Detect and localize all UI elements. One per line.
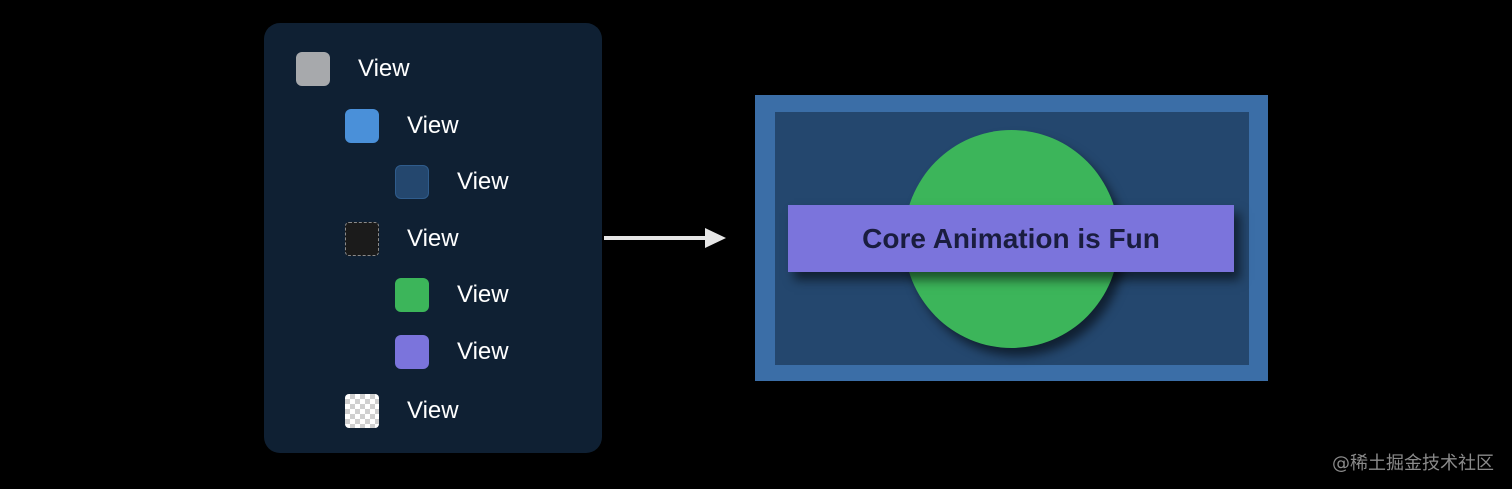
view-item-blue: View bbox=[345, 108, 459, 144]
view-label: View bbox=[457, 281, 509, 308]
purple-swatch-icon bbox=[395, 335, 429, 369]
view-hierarchy-panel: View View View View View View View bbox=[264, 23, 602, 453]
watermark: @稀土掘金技术社区 bbox=[1332, 453, 1494, 474]
checkerboard-swatch-icon bbox=[345, 394, 379, 428]
view-item-purple: View bbox=[395, 334, 509, 370]
blue-swatch-icon bbox=[345, 109, 379, 143]
view-label: View bbox=[407, 225, 459, 252]
arrow-right-icon bbox=[604, 228, 726, 248]
view-item-green: View bbox=[395, 277, 509, 313]
view-label: View bbox=[457, 338, 509, 365]
dashed-swatch-icon bbox=[345, 222, 379, 256]
view-item-transparent: View bbox=[345, 393, 459, 429]
gray-swatch-icon bbox=[296, 52, 330, 86]
view-item-container: View bbox=[345, 221, 459, 257]
view-label: View bbox=[407, 397, 459, 424]
view-label: View bbox=[457, 168, 509, 195]
navy-swatch-icon bbox=[395, 165, 429, 199]
view-item-root: View bbox=[296, 51, 410, 87]
view-label: View bbox=[358, 55, 410, 82]
purple-banner: Core Animation is Fun bbox=[788, 205, 1234, 272]
view-item-navy: View bbox=[395, 164, 509, 200]
view-label: View bbox=[407, 112, 459, 139]
green-swatch-icon bbox=[395, 278, 429, 312]
banner-text: Core Animation is Fun bbox=[862, 222, 1160, 254]
